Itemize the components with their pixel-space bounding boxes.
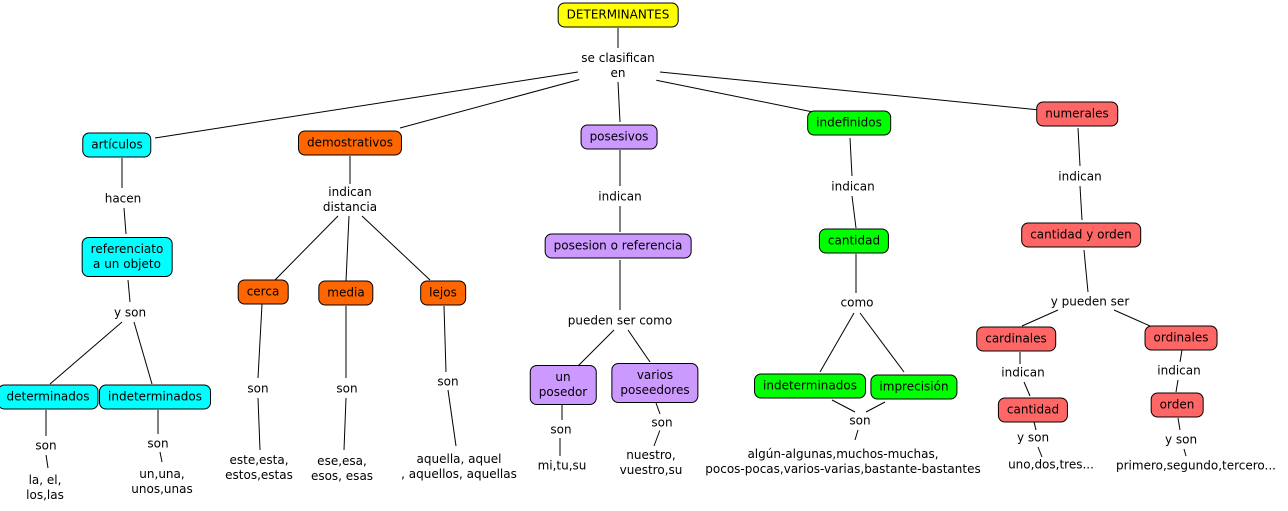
link <box>345 215 350 282</box>
label-son-lejos: son <box>435 374 461 390</box>
link <box>361 215 431 281</box>
node-demostrativos[interactable]: demostrativos <box>297 130 403 156</box>
label-indican-ordinales: indican <box>1155 363 1203 379</box>
node-indefinidos[interactable]: indefinidos <box>807 110 891 136</box>
node-cardinales[interactable]: cardinales <box>976 326 1056 352</box>
label-y-son-ordinales: y son <box>1162 432 1200 448</box>
node-cantidad-cardinales[interactable]: cantidad <box>997 397 1069 423</box>
node-cerca[interactable]: cerca <box>237 279 289 305</box>
link <box>154 71 579 139</box>
node-posesivos[interactable]: posesivos <box>580 124 658 150</box>
leaf-uno-dos-tres: uno,dos,tres... <box>1006 457 1096 473</box>
node-determinantes[interactable]: DETERMINANTES <box>557 2 679 28</box>
link <box>654 79 819 114</box>
node-imprecision[interactable]: imprecisión <box>870 374 958 400</box>
link <box>659 71 1041 111</box>
link <box>1079 185 1083 221</box>
node-determinados[interactable]: determinados <box>0 384 99 410</box>
node-lejos[interactable]: lejos <box>420 280 466 306</box>
link <box>159 451 163 463</box>
link <box>831 399 856 413</box>
node-un-posedor[interactable]: un posedor <box>529 365 597 405</box>
label-pueden-ser-como: pueden ser como <box>565 313 675 329</box>
link <box>851 195 857 229</box>
link <box>1183 448 1187 457</box>
label-son-un-posedor: son <box>548 422 574 438</box>
node-indeterminados-articulos[interactable]: indeterminados <box>99 384 211 410</box>
label-hacen: hacen <box>102 191 144 207</box>
link <box>443 305 447 373</box>
leaf-algun-algunas: algún-algunas,muchos-muchas, pocos-pocas… <box>703 447 983 477</box>
link <box>1077 127 1081 167</box>
link <box>1021 309 1059 327</box>
label-son-varios-poseedores: son <box>649 415 675 431</box>
node-orden[interactable]: orden <box>1150 392 1204 418</box>
label-y-son-articulos: y son <box>111 305 149 321</box>
label-son-cerca: son <box>245 381 271 397</box>
link <box>1037 446 1043 458</box>
node-articulos[interactable]: artículos <box>82 132 152 158</box>
link <box>617 81 621 123</box>
link <box>655 402 661 415</box>
label-indican-indefinidos: indican <box>829 179 877 195</box>
leaf-un-una-unos-unas: un,una, unos,unas <box>129 467 195 497</box>
label-indican-cardinales: indican <box>999 365 1047 381</box>
link <box>1033 421 1037 431</box>
label-y-son-cardinales: y son <box>1014 430 1052 446</box>
leaf-aquella-aquel: aquella, aquel , aquellos, aquellas <box>399 452 519 482</box>
node-referenciato[interactable]: referenciato a un objeto <box>81 237 173 277</box>
label-son-determinados: son <box>33 438 59 454</box>
link <box>865 401 886 413</box>
label-y-pueden-ser: y pueden ser <box>1048 294 1132 310</box>
link <box>627 329 651 363</box>
label-como: como <box>838 295 876 311</box>
link <box>49 321 123 385</box>
link <box>1023 381 1031 397</box>
leaf-la-el-los-las: la, el, los,las <box>24 473 66 503</box>
link <box>1175 379 1179 393</box>
link <box>849 137 853 177</box>
link <box>1179 349 1183 363</box>
link <box>1083 249 1089 293</box>
link <box>133 321 153 385</box>
leaf-mi-tu-su: mi,tu,su <box>535 458 589 474</box>
label-son-media: son <box>334 381 360 397</box>
node-cantidad-y-orden[interactable]: cantidad y orden <box>1021 222 1141 248</box>
node-varios-poseedores[interactable]: varios poseedores <box>611 363 699 403</box>
link <box>447 389 457 447</box>
link <box>577 329 615 367</box>
label-indican-distancia: indican distancia <box>320 185 380 215</box>
link <box>45 454 49 469</box>
link <box>127 279 131 303</box>
link <box>257 303 263 379</box>
link <box>343 397 347 451</box>
label-son-indefinidos: son <box>847 413 873 429</box>
leaf-nuestro-vuestro-su: nuestro, vuestro,su <box>617 448 685 478</box>
link <box>399 77 586 129</box>
link <box>819 312 855 373</box>
label-indican-posesivos: indican <box>596 189 644 205</box>
link <box>1113 309 1151 327</box>
label-son-indeterminados: son <box>145 436 171 452</box>
node-posesion-referencia[interactable]: posesion o referencia <box>544 233 692 259</box>
leaf-ese-esa: ese,esa, esos, esas <box>308 454 376 484</box>
node-ordinales[interactable]: ordinales <box>1144 325 1218 351</box>
link <box>257 397 261 451</box>
leaf-primero-segundo-tercero: primero,segundo,tercero... <box>1113 458 1279 474</box>
node-indeterminados-indefinidos[interactable]: indeterminados <box>754 373 866 399</box>
link <box>123 207 127 235</box>
label-indican-numerales: indican <box>1056 169 1104 185</box>
link <box>854 429 859 441</box>
node-numerales[interactable]: numerales <box>1036 101 1118 127</box>
node-media[interactable]: media <box>318 280 374 306</box>
leaf-este-esta: este,esta, estos,estas <box>223 453 295 483</box>
label-se-clasifican-en: se clasifican en <box>579 51 657 81</box>
link <box>653 429 661 447</box>
node-cantidad-indefinidos[interactable]: cantidad <box>818 228 890 254</box>
link <box>1177 417 1181 431</box>
link <box>859 312 905 373</box>
link <box>274 215 339 281</box>
